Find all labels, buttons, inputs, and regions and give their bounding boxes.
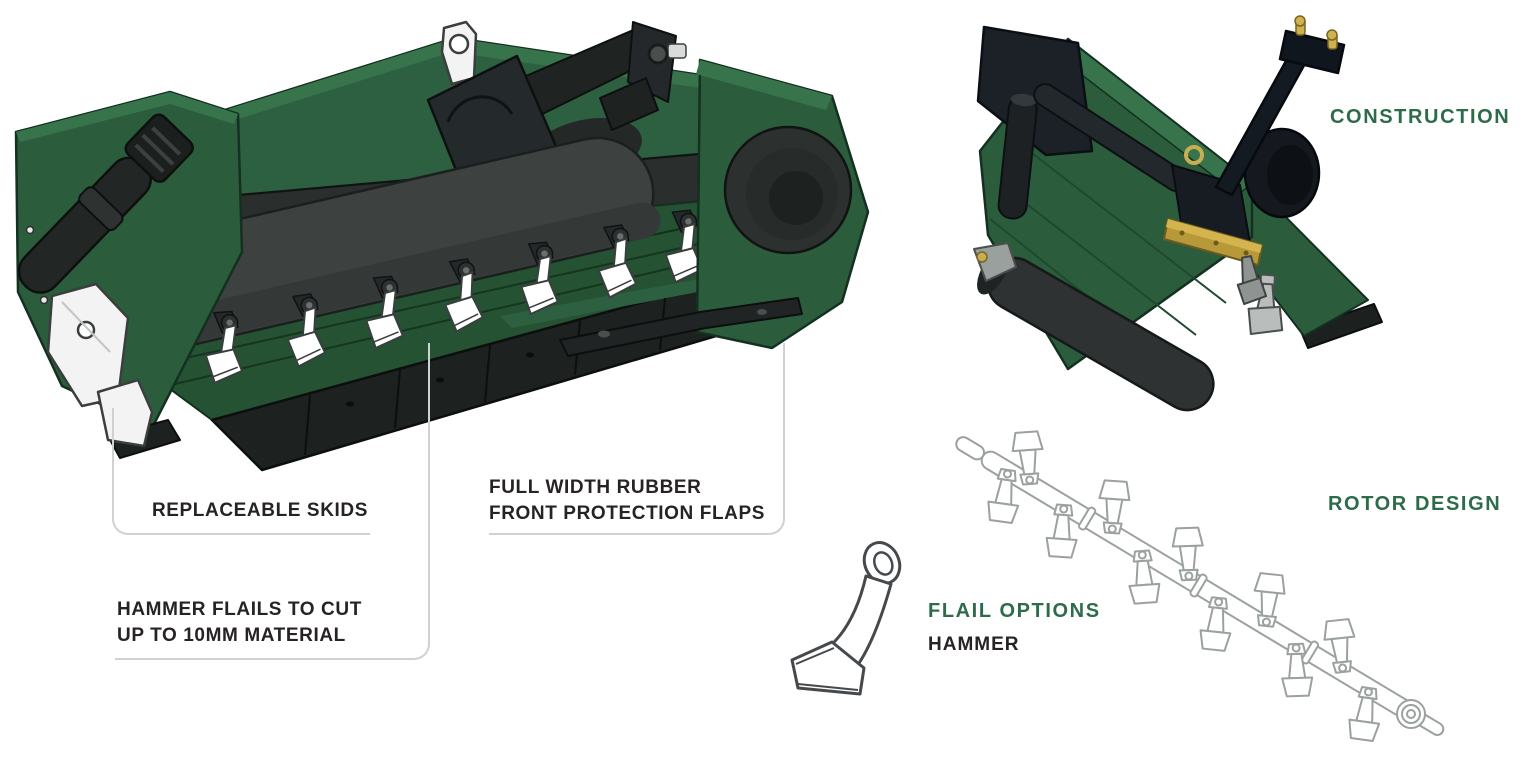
construction-view-illustration (973, 15, 1383, 412)
callout-replaceable-skids-label: REPLACEABLE SKIDS (151, 500, 368, 521)
callout-replaceable-skids: REPLACEABLE SKIDS (112, 408, 370, 535)
callout-hammer-flails-label: HAMMER FLAILS TO CUT UP TO 10MM MATERIAL (117, 599, 362, 646)
main-mower-illustration (14, 20, 870, 472)
rotor-illustration (955, 430, 1445, 743)
construction-section-label: CONSTRUCTION (1330, 106, 1511, 128)
rotor-design-section-label: ROTOR DESIGN (1328, 493, 1502, 515)
callout-hammer-flails: HAMMER FLAILS TO CUT UP TO 10MM MATERIAL (115, 343, 430, 660)
flail-option-hammer-label: HAMMER (928, 634, 1020, 655)
callout-front-protection-flaps: FULL WIDTH RUBBER FRONT PROTECTION FLAPS (489, 343, 785, 535)
hammer-flail-illustration (790, 541, 902, 696)
callout-front-protection-flaps-label: FULL WIDTH RUBBER FRONT PROTECTION FLAPS (489, 477, 766, 524)
flail-options-section-label: FLAIL OPTIONS (928, 600, 1101, 622)
